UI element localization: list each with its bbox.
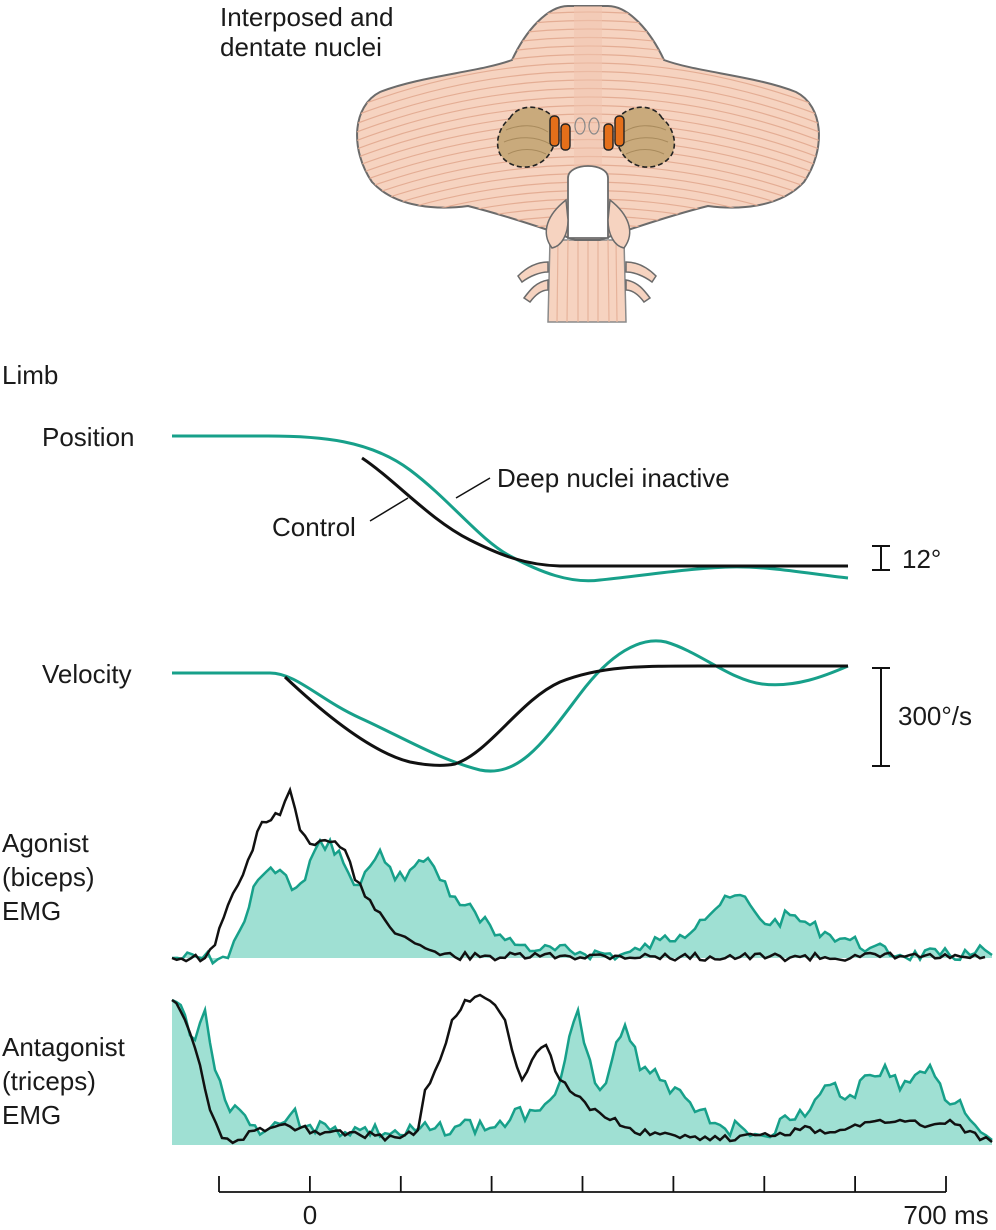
agonist-panel [171,786,993,966]
control-leader [369,497,409,522]
antagonist-label-line1: Antagonist [2,1032,126,1062]
time-axis [218,1176,947,1193]
brainstem [547,239,627,323]
agonist-label-line1: Agonist [2,828,89,858]
agonist-label-line2: (biceps) [2,862,94,892]
antagonist-panel [171,993,993,1145]
velocity-panel: 300°/s [172,639,972,773]
section-label: Limb [2,360,58,390]
position-scale-bar [872,545,890,571]
velocity-label: Velocity [42,659,132,689]
antagonist-emg-inactive-fill [172,1000,992,1145]
position-scale-label: 12° [902,544,941,574]
antagonist-label-line2: (triceps) [2,1066,96,1096]
nuclei-label-line2: dentate nuclei [220,32,382,62]
velocity-scale-bar [872,667,890,767]
agonist-emg-inactive-fill [172,840,992,964]
fourth-ventricle [567,165,609,239]
nuclei-label-line1: Interposed and [220,2,393,32]
agonist-emg-inactive-trace [171,836,993,966]
velocity-scale-label: 300°/s [898,701,972,731]
velocity-trace-inactive [172,639,849,773]
time-zero-label: 0 [303,1200,317,1230]
interposed-nuclei [549,115,625,151]
control-label: Control [272,512,356,542]
nerve-roots [517,261,657,304]
agonist-label-line3: EMG [2,896,61,926]
inactive-label: Deep nuclei inactive [497,463,730,493]
position-label: Position [42,422,135,452]
time-end-label: 700 ms [903,1200,988,1230]
position-trace-inactive [172,434,849,583]
inactive-leader [455,477,491,499]
velocity-trace-control [283,664,848,767]
antagonist-emg-control-trace [171,993,993,1145]
antagonist-label-line3: EMG [2,1100,61,1130]
cerebellum-illustration: Interposed and dentate nuclei [220,2,820,323]
position-panel: Control Deep nuclei inactive 12° [172,434,941,583]
agonist-emg-control-trace [171,786,986,963]
antagonist-emg-inactive-trace [171,998,993,1141]
position-trace-control [361,456,848,568]
